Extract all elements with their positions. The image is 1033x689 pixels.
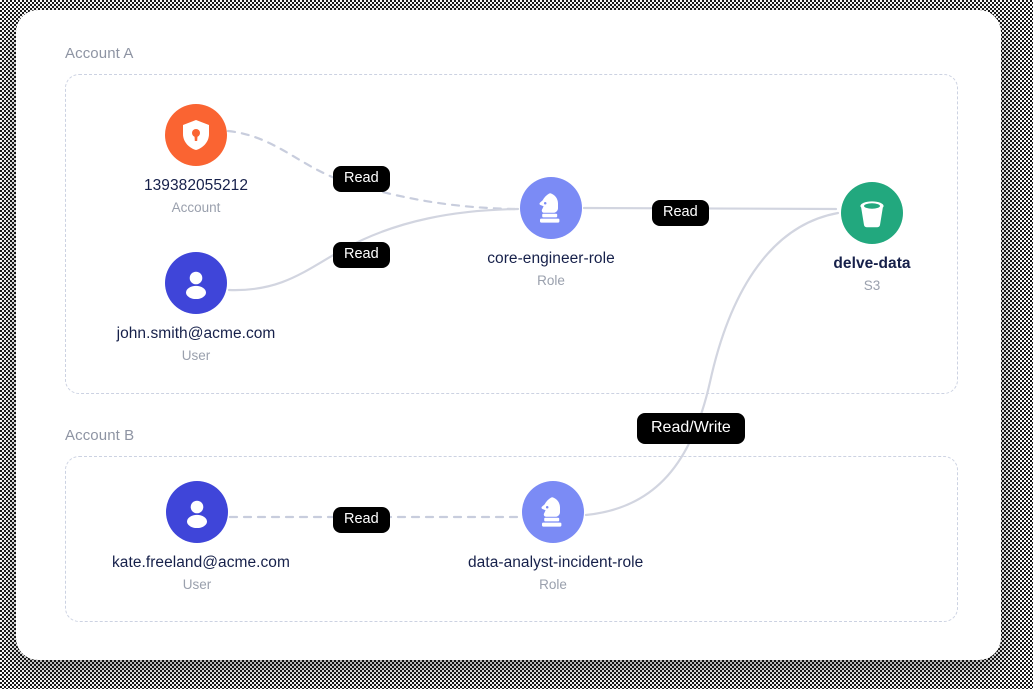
- node-subtitle: Account: [171, 200, 221, 215]
- chess-knight-icon: [537, 192, 565, 224]
- node-title: john.smith@acme.com: [116, 325, 276, 342]
- user-icon: [180, 267, 212, 299]
- edge-analyst-role-to-s3: [584, 211, 840, 517]
- node-title: kate.freeland@acme.com: [112, 554, 290, 571]
- edge-role-to-s3: [582, 206, 838, 211]
- user-icon: [181, 496, 213, 528]
- bucket-icon: [856, 198, 888, 228]
- role-icon-circle: [522, 481, 584, 543]
- node-subtitle: Role: [537, 273, 565, 288]
- user-icon-circle: [165, 252, 227, 314]
- group-box-account-a: [65, 74, 958, 394]
- node-title: data-analyst-incident-role: [468, 554, 644, 571]
- role-icon-circle: [520, 177, 582, 239]
- node-user-john-smith[interactable]: john.smith@acme.com User: [111, 252, 281, 363]
- chess-knight-icon: [539, 496, 567, 528]
- edge-badge-analyst-role-to-s3[interactable]: Read/Write: [637, 413, 745, 444]
- node-title: delve-data: [833, 255, 911, 272]
- node-s3-delve-data[interactable]: delve-data S3: [787, 182, 957, 293]
- edge-badge-kate-to-role[interactable]: Read: [333, 507, 390, 533]
- user-icon-circle: [166, 481, 228, 543]
- node-role-core-engineer[interactable]: core-engineer-role Role: [466, 177, 636, 288]
- group-label-account-b: Account B: [65, 427, 135, 444]
- node-account-139382055212[interactable]: 139382055212 Account: [111, 104, 281, 215]
- bucket-icon-circle: [841, 182, 903, 244]
- edge-badge-account-to-role[interactable]: Read: [333, 166, 390, 192]
- diagram-card: Account A Account B: [16, 10, 1001, 660]
- account-icon-circle: [165, 104, 227, 166]
- group-label-account-a: Account A: [65, 45, 134, 62]
- node-subtitle: Role: [539, 577, 567, 592]
- node-user-kate-freeland[interactable]: kate.freeland@acme.com User: [112, 481, 290, 592]
- node-title: 139382055212: [143, 177, 249, 194]
- node-title: core-engineer-role: [487, 250, 615, 267]
- shield-lock-icon: [181, 119, 211, 151]
- edge-badge-role-to-s3[interactable]: Read: [652, 200, 709, 226]
- node-subtitle: User: [181, 348, 211, 363]
- node-role-data-analyst-incident[interactable]: data-analyst-incident-role Role: [468, 481, 644, 592]
- group-box-account-b: [65, 456, 958, 622]
- edge-badge-john-to-role[interactable]: Read: [333, 242, 390, 268]
- node-subtitle: S3: [863, 278, 881, 293]
- node-subtitle: User: [182, 577, 212, 592]
